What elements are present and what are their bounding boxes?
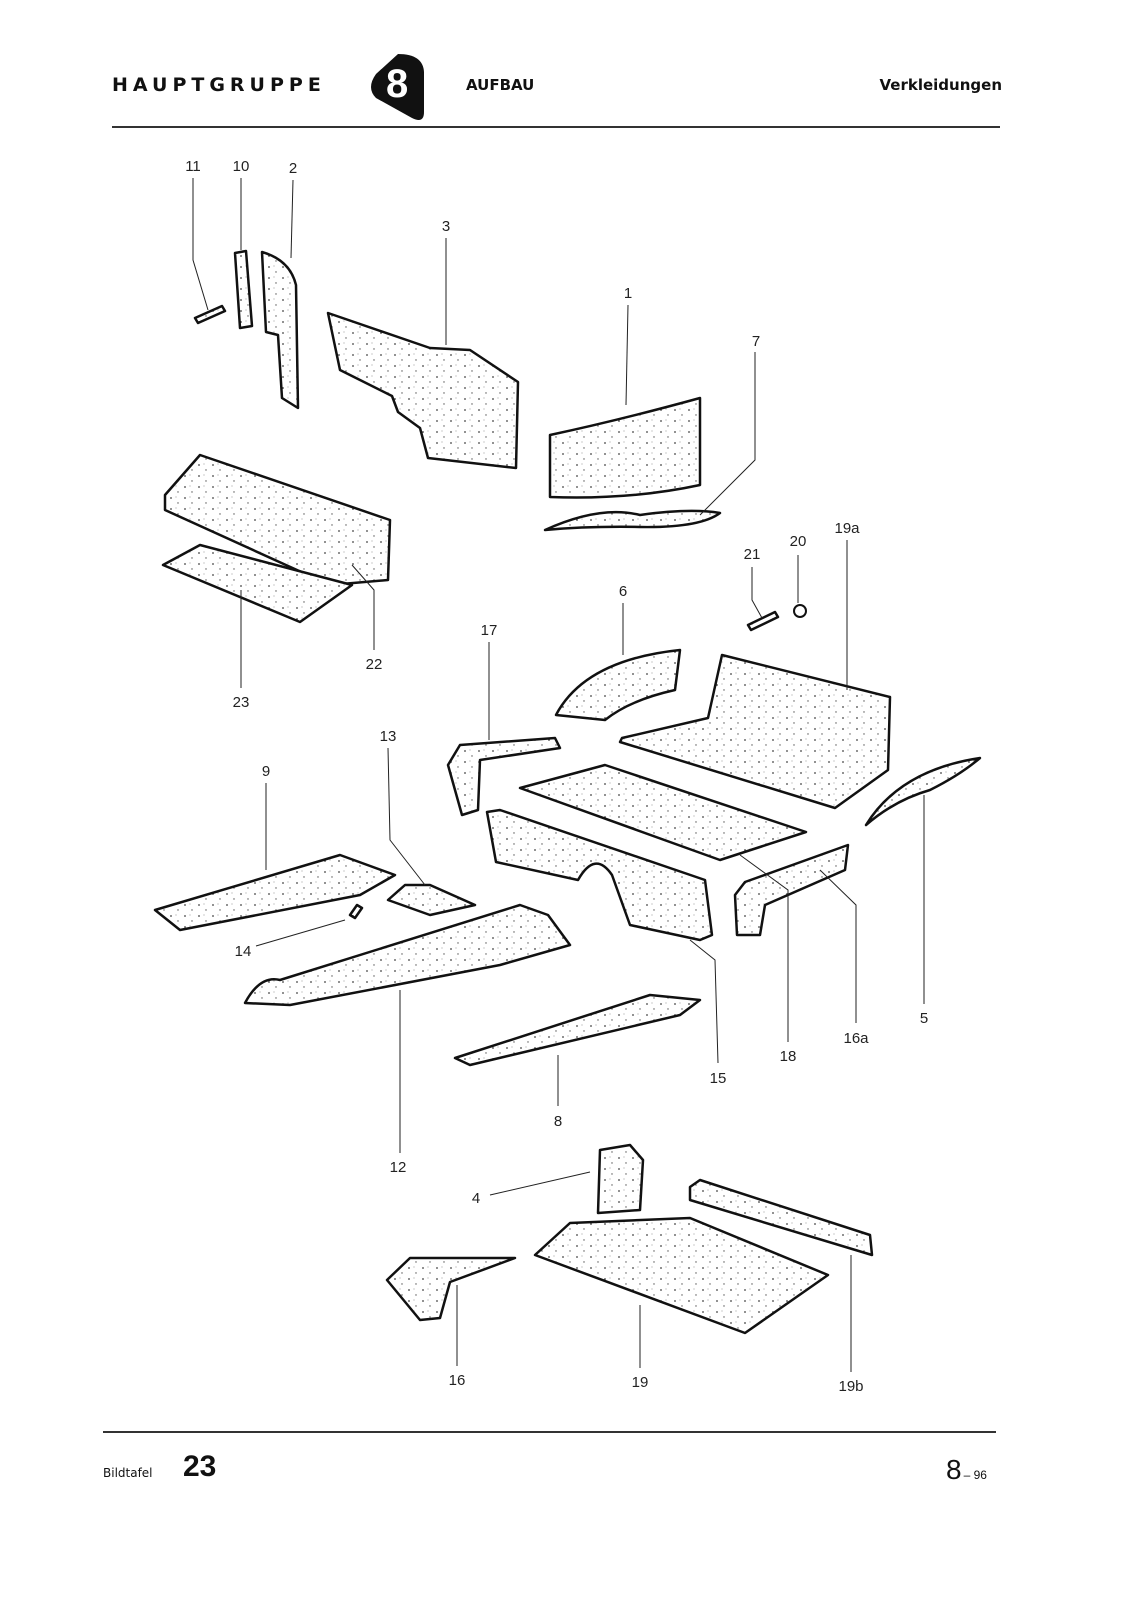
part-2-panel	[260, 250, 300, 410]
callout: 15	[710, 1070, 727, 1087]
part-16-corner	[385, 1256, 517, 1322]
plate-label: Bildtafel	[103, 1466, 153, 1480]
part-19b-strip	[688, 1178, 874, 1257]
page-sub: – 96	[963, 1468, 987, 1482]
part-22-tray	[163, 453, 392, 587]
callout: 19b	[838, 1378, 863, 1395]
part-7-strip	[543, 509, 722, 532]
callout: 6	[619, 583, 627, 600]
callout: 3	[442, 218, 450, 235]
leader-lines	[192, 178, 925, 1372]
callout: 4	[472, 1190, 480, 1207]
callout: 19	[632, 1374, 649, 1391]
part-19a-panel	[618, 653, 892, 810]
callout: 18	[780, 1048, 797, 1065]
callout-labels: 11 10 2 3 1 7 19a 20 21 6 17 22 23 13 9 …	[185, 158, 928, 1395]
callout: 16a	[843, 1030, 869, 1047]
part-4-pad	[596, 1143, 645, 1215]
part-20-washer	[793, 604, 807, 618]
part-3-panel	[326, 311, 520, 470]
part-18-mat	[518, 763, 808, 862]
callout: 8	[554, 1113, 562, 1130]
part-21-screw	[746, 610, 780, 632]
callout: 7	[752, 333, 760, 350]
part-shapes	[153, 249, 982, 1335]
callout: 9	[262, 763, 270, 780]
part-6-arch	[554, 648, 682, 722]
part-14-pin	[348, 903, 364, 920]
group-number: 8	[386, 62, 409, 106]
callout: 22	[366, 656, 383, 673]
header-divider	[112, 126, 1000, 128]
page-number: 8– 96	[946, 1454, 987, 1486]
callout: 19a	[834, 520, 860, 537]
part-9-rail	[153, 853, 397, 932]
callout: 13	[380, 728, 397, 745]
part-23-mat	[161, 543, 354, 624]
footer-divider	[103, 1431, 996, 1433]
part-11-screw	[193, 304, 227, 325]
part-12-tunnel	[243, 903, 572, 1007]
callout: 16	[449, 1372, 466, 1389]
page-title: Verkleidungen	[879, 76, 1002, 94]
plate-number: 23	[183, 1450, 217, 1483]
part-10-strip	[233, 249, 254, 330]
callout: 11	[185, 158, 201, 175]
callout: 14	[235, 943, 252, 960]
part-17-corner	[446, 736, 562, 817]
callout: 21	[744, 546, 761, 563]
main-group-heading: HAUPTGRUPPE	[112, 74, 326, 96]
callout: 10	[233, 158, 250, 175]
callout: 1	[624, 285, 632, 302]
part-16a-strip	[733, 843, 850, 937]
callout: 12	[390, 1159, 407, 1176]
callout: 5	[920, 1010, 928, 1027]
part-19-mat	[533, 1216, 830, 1335]
callout: 17	[481, 622, 498, 639]
badge-shape-icon	[371, 54, 424, 120]
part-13-bracket	[386, 883, 477, 917]
part-8-rail	[453, 993, 702, 1067]
section-heading: AUFBAU	[466, 76, 535, 94]
callout: 2	[289, 160, 297, 177]
group-number-badge: 8	[368, 52, 428, 124]
part-5-arch	[864, 756, 982, 827]
callout: 20	[790, 533, 807, 550]
part-1-panel	[548, 396, 702, 499]
part-15-panel	[485, 808, 714, 942]
callout: 23	[233, 694, 250, 711]
page-main: 8	[946, 1454, 962, 1485]
